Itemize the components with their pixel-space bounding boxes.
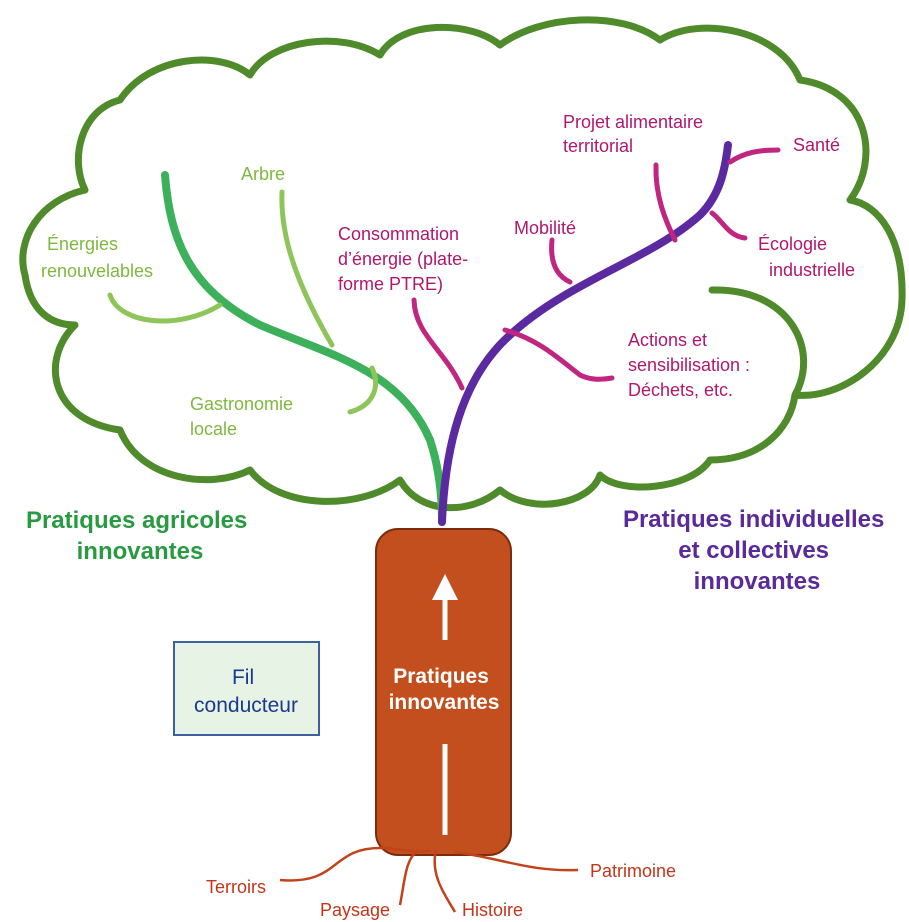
label-sante: Santé — [793, 135, 840, 155]
root-label-patrimoine: Patrimoine — [590, 861, 676, 881]
indiv-main-branch — [438, 141, 732, 526]
label-projet: Projet alimentaire territorial — [563, 112, 708, 156]
root-paysage — [398, 849, 419, 906]
root-label-paysage: Paysage — [320, 900, 390, 920]
label-gastronomie: Gastronomie locale — [190, 394, 298, 439]
twig-arbre — [279, 189, 335, 348]
twig-energies — [107, 292, 223, 324]
label-consommation: Consommation d’énergie (plate- forme PTR… — [338, 224, 473, 294]
canopy-cloud-outline — [19, 16, 906, 512]
twig-projet — [653, 162, 678, 243]
root-patrimoine — [454, 850, 579, 872]
twig-ecologie — [709, 210, 748, 241]
root-terroirs — [279, 846, 431, 882]
label-mobilite: Mobilité — [514, 218, 576, 238]
fil-conducteur-label: Fil conducteur — [194, 666, 298, 717]
root-label-terroirs: Terroirs — [206, 877, 266, 897]
fil-conducteur-box — [173, 641, 320, 736]
label-energies: Énergies renouvelables — [41, 234, 153, 281]
trunk — [375, 528, 512, 856]
twig-actions — [502, 327, 615, 382]
agri-main-branch — [161, 171, 446, 526]
label-ecologie: Écologie industrielle — [758, 234, 855, 280]
twig-sante — [727, 147, 781, 165]
title-individual: Pratiques individuelles et collectives i… — [623, 506, 891, 595]
label-arbre: Arbre — [241, 164, 285, 184]
label-actions: Actions et sensibilisation : Déchets, et… — [628, 330, 755, 400]
twig-gastronomie — [347, 365, 378, 415]
trunk-label: Pratiques innovantes — [389, 665, 500, 714]
twig-mobilite — [549, 237, 573, 285]
twig-consommation — [411, 297, 465, 391]
root-histoire — [433, 849, 457, 913]
trunk-arrow-head-icon — [432, 574, 458, 600]
title-agricultural: Pratiques agricoles innovantes — [26, 507, 254, 565]
root-label-histoire: Histoire — [462, 900, 523, 920]
